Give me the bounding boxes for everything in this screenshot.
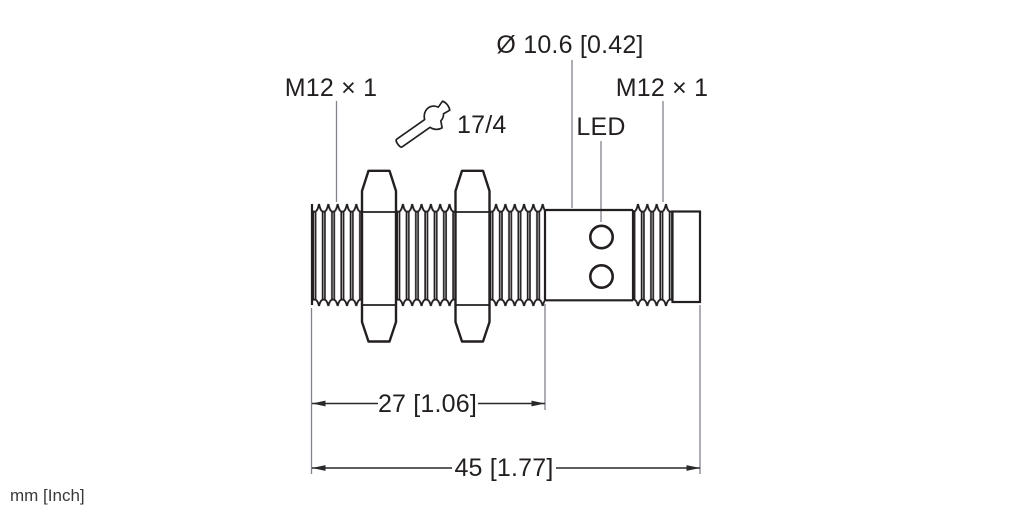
units-note: mm [Inch] — [10, 486, 85, 505]
dim-45-arrow-left — [312, 465, 326, 471]
sensor-housing — [543, 208, 635, 302]
dim-27-arrow-left — [312, 400, 326, 407]
led-hole-upper — [588, 224, 614, 250]
thread-left-label: M12 × 1 — [285, 74, 377, 102]
dim-45-arrow-right — [686, 465, 700, 471]
hex-nut-2-outline — [454, 169, 491, 343]
callout-labels: M12 × 1 17/4 Ø 10.6 [0.42] LED M12 × 1 — [285, 31, 708, 141]
diameter-label: Ø 10.6 [0.42] — [496, 31, 643, 59]
thread-section-left — [311, 202, 545, 308]
led-label: LED — [576, 113, 625, 141]
wrench-size-label: 17/4 — [457, 111, 506, 139]
leader-lines — [335, 60, 664, 222]
extension-lines — [310, 304, 701, 474]
connector-end-cap — [671, 210, 702, 304]
led-hole-lower — [588, 263, 614, 289]
dim-45-label: 45 [1.77] — [454, 454, 553, 482]
dim-27-arrow-right — [531, 400, 545, 407]
hex-nut-1-outline — [360, 169, 398, 343]
dimension-overall-length: 45 [1.77] — [312, 454, 700, 482]
sensor-outline — [310, 169, 702, 343]
dim-27-label: 27 [1.06] — [378, 390, 477, 418]
hex-nut-1 — [360, 169, 398, 343]
hex-nut-2 — [454, 169, 491, 343]
dimension-thread-length: 27 [1.06] — [312, 390, 545, 418]
thread-right-label: M12 × 1 — [616, 74, 708, 102]
wrench-icon — [395, 100, 451, 148]
thread-section-right — [633, 202, 672, 308]
